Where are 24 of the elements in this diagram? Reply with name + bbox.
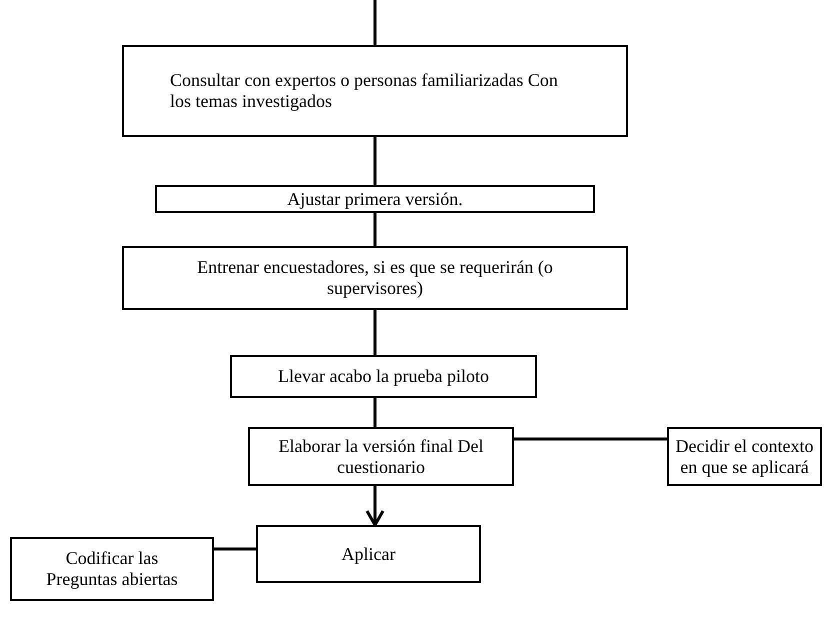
connector-line [374,0,376,45]
step-text: Llevar acabo la prueba piloto [278,366,489,387]
process-box [155,185,595,213]
process-box [667,427,822,486]
step-text: Consultar con expertos o personas familiarizadas Con los temas investigados [170,70,559,112]
connector-line [374,213,376,246]
step-text: Elaborar la versión final Del cuestionario [278,436,484,478]
process-box [230,355,537,398]
process-box [256,525,481,583]
connector-line [374,137,376,185]
step-text: Entrenar encuestadores, si es que se requerirán (o supervisores) [196,257,554,299]
process-box [248,427,514,486]
connector-line [374,398,376,427]
step-text: Decidir el contexto en que se aplicará [674,436,814,478]
connector-line [214,548,256,550]
process-box [122,246,628,310]
step-text: Aplicar [342,544,396,564]
step-text: Codificar las Preguntas abiertas [45,548,179,590]
arrow [366,486,384,526]
connector-line [514,438,667,440]
connector-line [374,310,376,355]
step-text: Ajustar primera versión. [287,188,463,210]
process-box [10,537,214,601]
process-box [122,45,628,137]
